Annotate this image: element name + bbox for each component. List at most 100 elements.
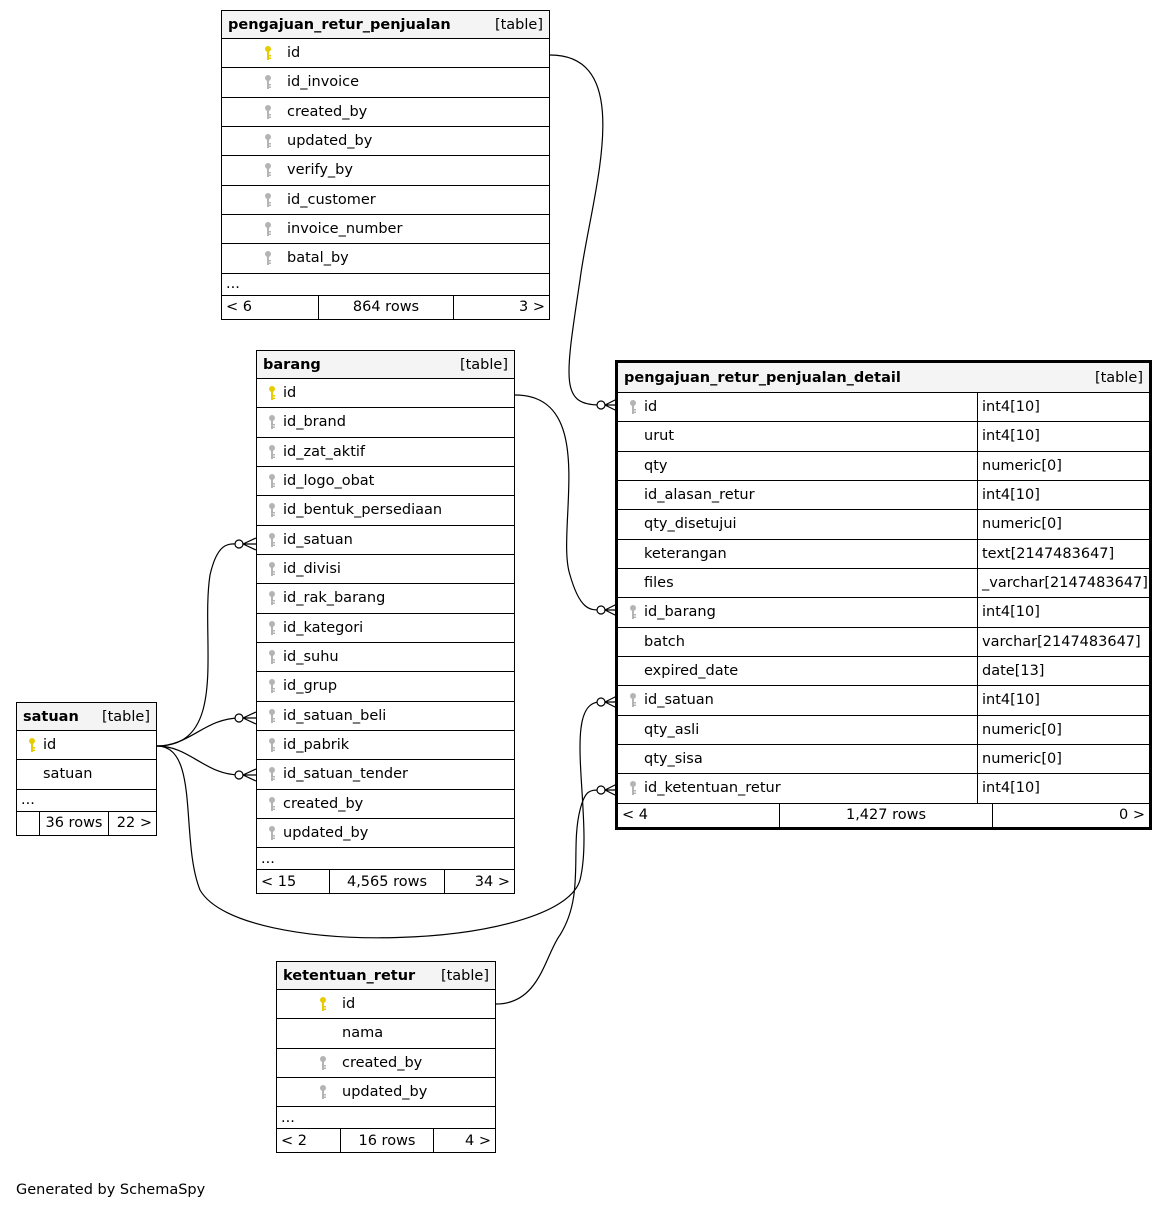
parents-count[interactable]: < 15 [261,873,297,890]
column-row-created-by[interactable]: created_by [257,790,514,819]
column-row-id-customer[interactable]: id_customer [222,186,549,215]
column-type: int4[10] [977,774,1149,803]
column-row-updated-by[interactable]: updated_by [277,1078,495,1108]
more-columns-ellipsis: ... [17,790,156,812]
column-row-id-divisi[interactable]: id_divisi [257,555,514,585]
column-row-id-satuan[interactable]: id_satuan [257,526,514,555]
parents-count[interactable]: < 4 [622,807,648,824]
column-row-created-by[interactable]: created_by [277,1049,495,1078]
column-name: updated_by [342,1084,428,1101]
column-row-id-brand[interactable]: id_brand [257,408,514,438]
column-row-id-kategori[interactable]: id_kategori [257,614,514,643]
column-row-id[interactable]: id [277,990,495,1020]
column-row-id-invoice[interactable]: id_invoice [222,68,549,98]
link-end-detail-id-ketentuan [596,785,606,795]
foreign-key-icon [312,1055,334,1071]
column-name: id_zat_aktif [283,443,366,460]
column-row-id-satuan-tender[interactable]: id_satuan_tender [257,760,514,790]
column-row-created-by[interactable]: created_by [222,98,549,127]
table-footer: < 2 16 rows 4 > [277,1129,495,1153]
foreign-key-icon [622,604,644,620]
column-row-batal-by[interactable]: batal_by [222,244,549,274]
table-header: barang [table] [257,351,514,379]
column-row-updated-by[interactable]: updated_by [257,819,514,849]
column-name: id_satuan [283,531,353,548]
generated-by-note: Generated by SchemaSpy [16,1182,206,1198]
column-row-id[interactable]: id [222,39,549,69]
table-pengajuan-retur-penjualan-detail[interactable]: pengajuan_retur_penjualan_detail [table]… [615,360,1152,830]
column-row-invoice-number[interactable]: invoice_number [222,215,549,245]
column-name: updated_by [283,825,369,842]
column-type: numeric[0] [977,715,1149,744]
table-header: pengajuan_retur_penjualan_detail [table] [618,363,1149,393]
column-row-satuan[interactable]: satuan [17,760,156,790]
foreign-key-icon [261,766,283,782]
column-row-id-rak-barang[interactable]: id_rak_barang [257,584,514,614]
more-columns-ellipsis: ... [277,1107,495,1130]
foreign-key-icon [312,1084,334,1100]
column-name: created_by [342,1054,423,1071]
primary-key-icon [21,737,43,753]
column-name: id_customer [287,191,376,208]
column-row-nama[interactable]: nama [277,1019,495,1049]
more-columns-ellipsis: ... [257,848,514,871]
column-row-verify-by[interactable]: verify_by [222,156,549,186]
parents-count[interactable]: < 2 [281,1132,307,1149]
column-row-id-grup[interactable]: id_grup [257,672,514,702]
children-count[interactable]: 0 > [1119,807,1145,824]
parents-count[interactable]: < 6 [226,299,252,316]
column-name: id_bentuk_persediaan [283,502,443,519]
column-row-id-pabrik[interactable]: id_pabrik [257,731,514,761]
column-row-id-suhu[interactable]: id_suhu [257,643,514,673]
column-row-updated-by[interactable]: updated_by [222,127,549,157]
column-row-files[interactable]: files_varchar[2147483647] [618,568,1149,599]
column-type: numeric[0] [977,510,1149,539]
foreign-key-icon [622,692,644,708]
column-row-id-logo-obat[interactable]: id_logo_obat [257,467,514,497]
column-name: qty_sisa [644,751,703,768]
table-footer: 36 rows 22 > [17,811,156,835]
table-ketentuan-retur[interactable]: ketentuan_retur [table] id nama created_by… [276,961,496,1154]
column-name: id [283,385,297,402]
table-header: ketentuan_retur [table] [277,962,495,990]
children-count[interactable]: 22 > [116,815,152,832]
column-row-id-bentuk-persediaan[interactable]: id_bentuk_persediaan [257,496,514,526]
column-row-id[interactable]: id [257,379,514,409]
column-name: updated_by [287,133,373,150]
column-name: nama [342,1025,384,1042]
foreign-key-icon [257,192,279,208]
column-name: id [287,45,301,62]
children-count[interactable]: 34 > [474,873,510,890]
foreign-key-icon [622,399,644,415]
link-end-barang-id-satuan-tender [234,770,244,780]
parents-count[interactable] [17,812,39,835]
table-barang[interactable]: barang [table] id id_brand id_zat_aktif id_… [256,350,515,895]
column-list: id nama created_by updated_by [277,990,495,1108]
row-count: 36 rows [39,811,109,835]
children-count[interactable]: 4 > [465,1132,491,1149]
column-name: urut [644,428,675,445]
column-name: id_divisi [283,561,341,578]
foreign-key-icon [261,414,283,430]
children-count[interactable]: 3 > [519,299,545,316]
column-row-id[interactable]: id [17,731,156,761]
column-row-id-zat-aktif[interactable]: id_zat_aktif [257,438,514,467]
column-row-id-satuan-beli[interactable]: id_satuan_beli [257,702,514,731]
